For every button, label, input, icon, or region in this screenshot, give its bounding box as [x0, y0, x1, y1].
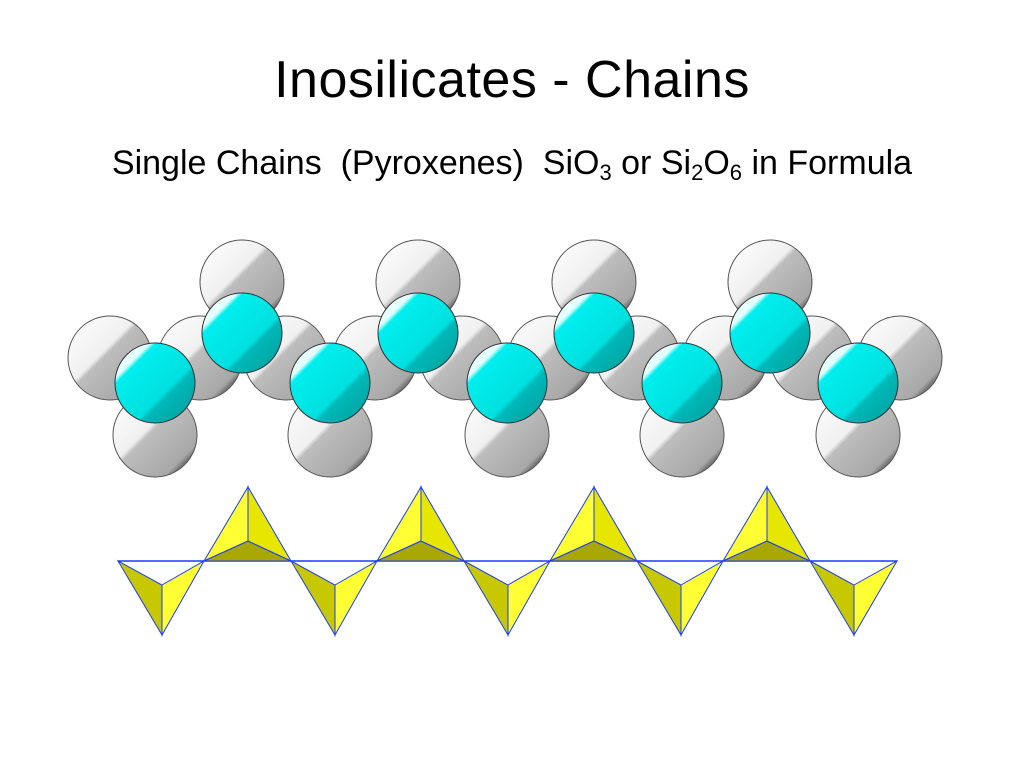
silicon-atom [114, 342, 196, 424]
subtitle-subscript-3: 6 [729, 160, 743, 185]
silicon-atom [817, 342, 899, 424]
silicon-atom [201, 292, 283, 374]
slide-title: Inosilicates - Chains [274, 51, 750, 109]
tetrahedron-up [202, 485, 293, 563]
silicon-atom [641, 342, 723, 424]
subtitle-text-3: O [703, 144, 730, 182]
slide-subtitle: Single Chains (Pyroxenes) SiO3 or Si2O6 … [0, 140, 1024, 186]
silicon-atom [377, 292, 459, 374]
tetrahedron-down [462, 559, 552, 637]
subtitle-subscript-2: 2 [691, 160, 704, 185]
subtitle-text-4: in Formula [742, 144, 913, 182]
silicon-atom [553, 292, 635, 374]
subtitle-text-2: or Si [611, 144, 692, 182]
silicon-atom [289, 342, 371, 424]
tetrahedra [116, 485, 899, 637]
space-filling-chain-model [67, 239, 943, 478]
tetrahedron-up [375, 485, 466, 563]
silicon-atoms [114, 292, 899, 424]
tetrahedron-down [635, 559, 725, 637]
tetrahedron-down [116, 559, 206, 637]
tetrahedron-down [808, 559, 899, 637]
tetrahedron-down [289, 559, 379, 637]
tetrahedra-chain-model [116, 485, 899, 637]
silicon-atom [466, 342, 548, 424]
tetrahedron-up [548, 485, 639, 563]
subtitle-subscript-1: 3 [599, 160, 612, 185]
tetrahedron-up [721, 485, 812, 563]
silicon-atom [729, 292, 811, 374]
subtitle-text-1: Single Chains (Pyroxenes) SiO [111, 144, 600, 182]
